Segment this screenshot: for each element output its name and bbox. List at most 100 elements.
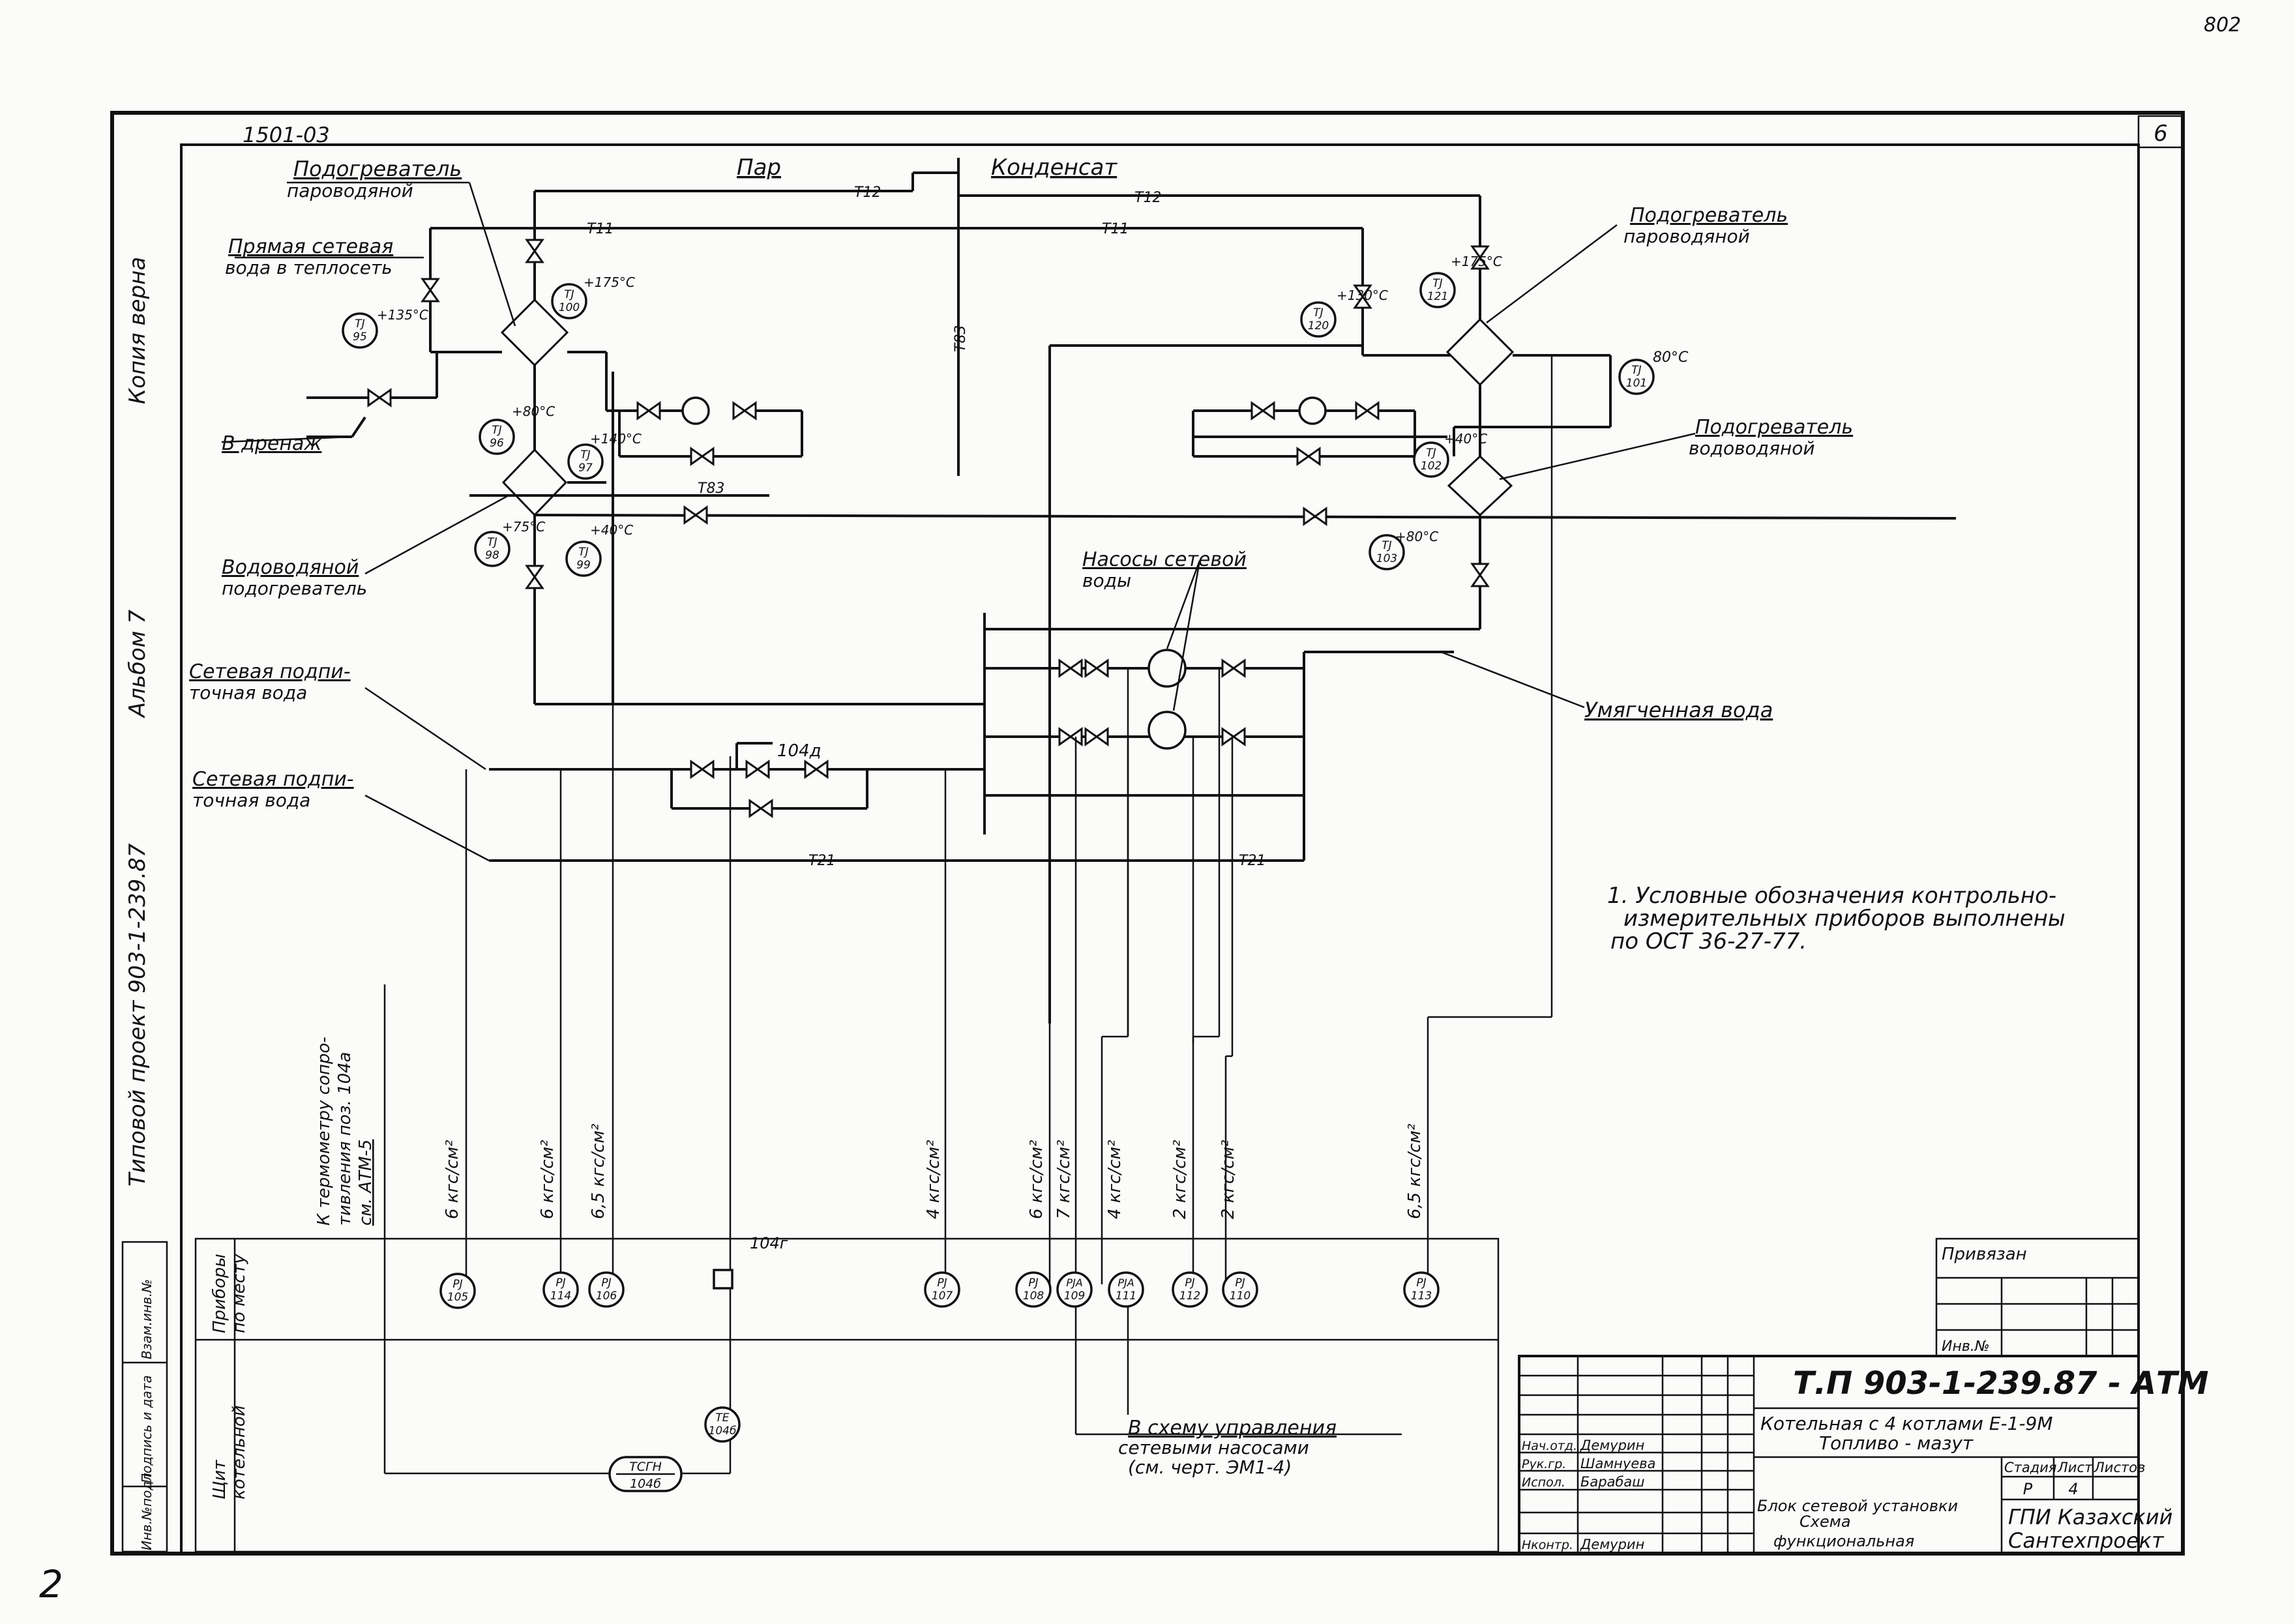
pump-block (489, 613, 1454, 862)
stamp-cell-1: Взам.инв.№ (139, 1279, 155, 1359)
project-code: Типовой проект 903-1-239.87 (125, 843, 151, 1187)
makeup-water-2-label-2: точная вода (192, 790, 310, 811)
instrument-pj-105: РЈ 105 (439, 1273, 476, 1309)
control-note-3: (см. черт. ЭМ1-4) (1128, 1456, 1292, 1478)
pressure-label-3: 6,5 кгс/см² (589, 1124, 608, 1219)
svg-text:120: 120 (1308, 319, 1329, 332)
copy-verified-stamp: Копия верна (125, 257, 151, 404)
steam-water-heater-right (1445, 317, 1515, 387)
thermometer-note-1: К термометру сопро- (314, 1037, 334, 1226)
instrument-pj-108: РЈ 108 (1015, 1271, 1052, 1308)
stamp-cell-2: Подпись и дата (139, 1375, 155, 1483)
instrument-tj-95: ТЈ 95 (342, 312, 378, 349)
svg-text:ТЈ: ТЈ (1313, 306, 1323, 319)
temperature-2: +175°С (584, 274, 635, 290)
pump-valves (690, 658, 1246, 818)
svg-text:97: 97 (578, 462, 593, 475)
svg-text:ТЈ: ТЈ (492, 424, 501, 437)
svg-text:99: 99 (576, 559, 591, 572)
leader-lines (221, 181, 1696, 862)
svg-text:98: 98 (485, 549, 499, 562)
svg-text:95: 95 (353, 331, 367, 344)
role-group: Рук.гр. (1522, 1457, 1566, 1471)
network-pump-1 (1148, 649, 1187, 688)
instrument-pj-114: РЈ 114 (542, 1271, 579, 1308)
album-code: 1501-03 (243, 123, 330, 147)
temperature-1: +135°С (377, 307, 428, 323)
instrument-pja-109: РЈА 109 (1056, 1271, 1093, 1308)
svg-text:РЈ: РЈ (1416, 1277, 1426, 1290)
steam-header: Пар (737, 155, 781, 181)
note-line-2: измерительных приборов выполнены (1623, 906, 2066, 932)
instrument-tcgh-104b: ТСГН 104б (608, 1456, 683, 1492)
name-executor: Барабаш (1580, 1474, 1645, 1490)
instrument-tj-99: ТЈ 99 (565, 540, 602, 577)
impulse-lines (383, 355, 1553, 1475)
svg-text:ТЈ: ТЈ (1432, 277, 1442, 290)
svg-text:РЈ: РЈ (1028, 1277, 1038, 1290)
sheet-number: 6 (2154, 121, 2168, 147)
svg-text:ТЈ: ТЈ (1631, 364, 1641, 377)
control-note-1: В схему управления (1128, 1417, 1337, 1439)
svg-text:ТЈ: ТЈ (487, 536, 497, 549)
instrument-tj-97: ТЈ 97 (567, 443, 604, 480)
role-norm-control: Нконтр. (1522, 1538, 1573, 1552)
heater-water-left-label-1: Водоводяной (222, 556, 359, 579)
org-name-1: ГПИ Казахский (2008, 1505, 2172, 1529)
inv-no-label: Инв.№ (1942, 1338, 1990, 1355)
pump-symbol-right (1298, 396, 1327, 425)
temperature-8: +75°С (502, 519, 545, 535)
sheets-header: Листов (2094, 1460, 2145, 1475)
sheet-title-1: Блок сетевой установки (1757, 1497, 1958, 1515)
heater-steam-left-label-1: Подогреватель (293, 156, 462, 181)
svg-text:106: 106 (596, 1290, 617, 1303)
thermometer-bubbles: ТЈ 95 ТЈ 100 ТЈ 96 ТЈ 97 ТЈ 98 ТЈ 99 (342, 272, 1655, 577)
svg-text:108: 108 (1023, 1290, 1044, 1303)
local-instruments-label-1: Приборы (210, 1254, 230, 1333)
note-line-1: 1. Условные обозначения контрольно- (1607, 883, 2056, 909)
treated-water-label: Умягченная вода (1584, 698, 1773, 722)
album-label: Альбом 7 (125, 610, 151, 718)
margin-stamp (121, 1241, 168, 1553)
svg-text:102: 102 (1421, 460, 1442, 473)
note-line-3: по ОСТ 36-27-77. (1610, 928, 1807, 954)
position-104d: 104д (777, 741, 822, 761)
name-norm-control: Демурин (1580, 1537, 1644, 1552)
instrument-pj-113: РЈ 113 (1403, 1271, 1440, 1308)
temperature-5: 80°С (1653, 349, 1689, 366)
svg-text:104б: 104б (709, 1425, 737, 1438)
pressure-label-4: 4 кгс/см² (924, 1140, 943, 1219)
svg-text:121: 121 (1427, 290, 1448, 303)
drain-label: В дренаж (222, 432, 321, 455)
instrument-tj-100: ТЈ 100 (551, 283, 587, 319)
svg-text:111: 111 (1116, 1290, 1136, 1303)
line-code-t83: Т83 (698, 480, 724, 497)
svg-text:РЈ: РЈ (1185, 1277, 1194, 1290)
org-name-2: Сантехпроект (2008, 1528, 2165, 1553)
bound-label: Привязан (1942, 1245, 2027, 1264)
boiler-panel-label-2: котельной (230, 1406, 249, 1500)
svg-text:100: 100 (559, 301, 580, 314)
local-instruments-label-2: по месту (230, 1254, 249, 1333)
heater-steam-right-label-2: пароводяной (1623, 226, 1750, 247)
instrument-tj-102: ТЈ 102 (1413, 441, 1449, 478)
thermometer-note-3: см. АТМ-5 (356, 1140, 376, 1226)
makeup-water-2-label-1: Сетевая подпи- (192, 768, 354, 791)
instrument-tj-101: ТЈ 101 (1618, 359, 1655, 395)
instrument-pj-106: РЈ 106 (588, 1271, 625, 1308)
role-executor: Испол. (1522, 1475, 1565, 1490)
heater-water-right-label-2: водоводяной (1689, 437, 1815, 459)
boiler-panel-label-1: Щит (210, 1460, 230, 1499)
resistance-thermometer-104r: 104г (713, 1234, 788, 1290)
thermometer-note-2: тивления поз. 104а (335, 1052, 355, 1226)
pressure-label-9: 2 кгс/см² (1219, 1140, 1238, 1219)
svg-text:ТЈ: ТЈ (578, 546, 588, 559)
svg-text:РЈ: РЈ (937, 1277, 947, 1290)
svg-text:105: 105 (447, 1291, 468, 1304)
makeup-water-1-label-2: точная вода (189, 682, 307, 703)
bottom-mark: 2 (39, 1562, 63, 1606)
pump-symbol-left (681, 396, 710, 425)
svg-text:104г: 104г (750, 1234, 788, 1252)
pressure-label-6: 7 кгс/см² (1054, 1140, 1074, 1219)
panel-frame (194, 1237, 1500, 1553)
